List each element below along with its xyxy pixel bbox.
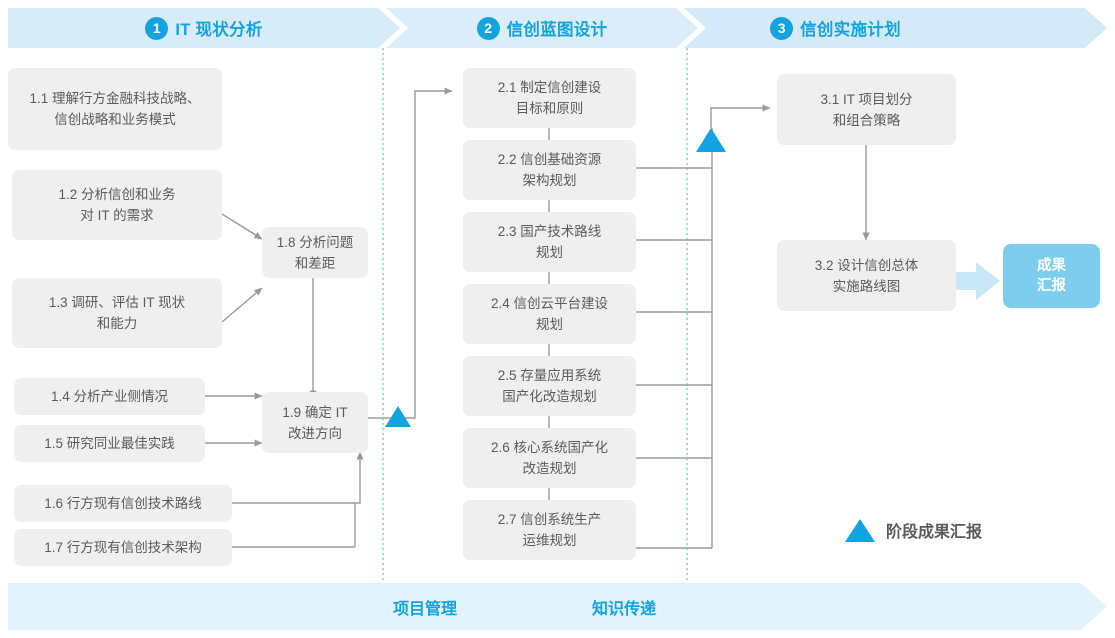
node-1-2[interactable]: 1.2 分析信创和业务 对 IT 的需求: [12, 170, 222, 240]
phase-number-badge: 3: [770, 16, 794, 40]
node-1-3[interactable]: 1.3 调研、评估 IT 现状 和能力: [12, 278, 222, 348]
legend: 阶段成果汇报: [845, 518, 982, 542]
node-1-5[interactable]: 1.5 研究同业最佳实践: [14, 425, 205, 462]
node-1-6[interactable]: 1.6 行方现有信创技术路线: [14, 485, 232, 522]
node-2-4[interactable]: 2.4 信创云平台建设 规划: [463, 284, 636, 344]
node-1-8[interactable]: 1.8 分析问题 和差距: [262, 227, 368, 278]
node-2-5[interactable]: 2.5 存量应用系统 国产化改造规划: [463, 356, 636, 416]
phase-band-1: 1 IT 现状分析: [8, 8, 400, 48]
milestone-triangle-icon: [845, 518, 875, 542]
phase-title: 信创蓝图设计: [506, 21, 608, 39]
deliverable-arrow: [950, 262, 1000, 300]
node-1-4[interactable]: 1.4 分析产业侧情况: [14, 378, 205, 415]
phase-title: IT 现状分析: [175, 21, 263, 39]
phase-number-badge: 1: [145, 16, 169, 40]
node-3-2[interactable]: 3.2 设计信创总体 实施路线图: [777, 240, 956, 311]
node-2-2[interactable]: 2.2 信创基础资源 架构规划: [463, 140, 636, 200]
phase-band-2: 2 信创蓝图设计: [386, 8, 698, 48]
node-deliverable-report[interactable]: 成果 汇报: [1003, 244, 1100, 308]
node-2-7[interactable]: 2.7 信创系统生产 运维规划: [463, 500, 636, 560]
bottom-label-project-management: 项目管理: [393, 600, 458, 618]
phase-chevron-shape: [684, 8, 1107, 48]
phase-chevron-shape: [8, 8, 400, 48]
node-2-1[interactable]: 2.1 制定信创建设 目标和原则: [463, 68, 636, 128]
phase-chevron-shape: [386, 8, 698, 48]
legend-label: 阶段成果汇报: [886, 524, 983, 541]
milestone-triangle-icon-phase1: [385, 406, 411, 427]
phase-title: 信创实施计划: [800, 21, 901, 39]
node-1-9[interactable]: 1.9 确定 IT 改进方向: [262, 392, 368, 453]
phase-number-badge: 2: [476, 16, 500, 40]
phase-band-3: 3 信创实施计划: [684, 8, 1107, 48]
bottom-chevron-shape: [8, 583, 1107, 630]
node-3-1[interactable]: 3.1 IT 项目划分 和组合策略: [777, 74, 956, 145]
node-1-1[interactable]: 1.1 理解行方金融科技战略、 信创战略和业务模式: [8, 68, 222, 150]
node-1-7[interactable]: 1.7 行方现有信创技术架构: [14, 529, 232, 566]
bottom-band: [8, 583, 1107, 630]
milestone-triangle-icon-phase2: [696, 128, 726, 152]
node-2-3[interactable]: 2.3 国产技术路线 规划: [463, 212, 636, 272]
node-2-6[interactable]: 2.6 核心系统国产化 改造规划: [463, 428, 636, 488]
bottom-label-knowledge-transfer: 知识传递: [592, 600, 657, 618]
